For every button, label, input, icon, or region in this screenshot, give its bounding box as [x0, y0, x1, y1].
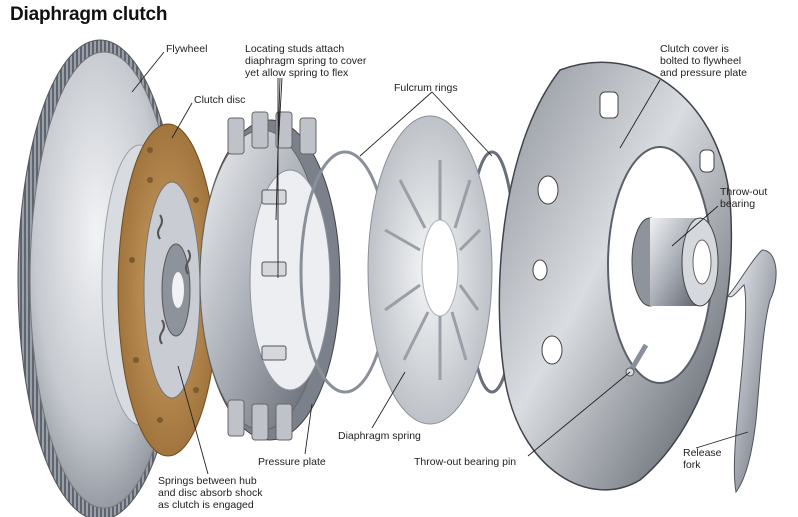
throwout-bearing-part: [631, 217, 719, 307]
pressure-plate-part: [199, 111, 341, 441]
label-fulcrum-rings: Fulcrum rings: [394, 82, 458, 94]
label-clutch-disc: Clutch disc: [194, 94, 246, 106]
label-throwout-pin: Throw-out bearing pin: [414, 456, 517, 468]
diaphragm-spring-part: [367, 115, 493, 425]
label-pressure-plate: Pressure plate: [258, 456, 326, 468]
label-clutch-cover: Clutch cover is bolted to flywheel and p…: [660, 43, 747, 79]
release-fork-part: [727, 249, 777, 494]
label-locating-studs: Locating studs attach diaphragm spring t…: [245, 43, 367, 79]
label-throwout-bearing: Throw-out bearing: [720, 186, 768, 210]
label-diaphragm-spring: Diaphragm spring: [338, 430, 421, 442]
label-release-fork: Release fork: [683, 447, 722, 471]
leader-lines: [131, 51, 749, 475]
diagram-title: Diaphragm clutch: [10, 4, 168, 25]
clutch-disc-part: [117, 123, 219, 457]
label-springs-between: Springs between hub and disc absorb shoc…: [158, 475, 263, 511]
label-flywheel: Flywheel: [166, 43, 208, 55]
